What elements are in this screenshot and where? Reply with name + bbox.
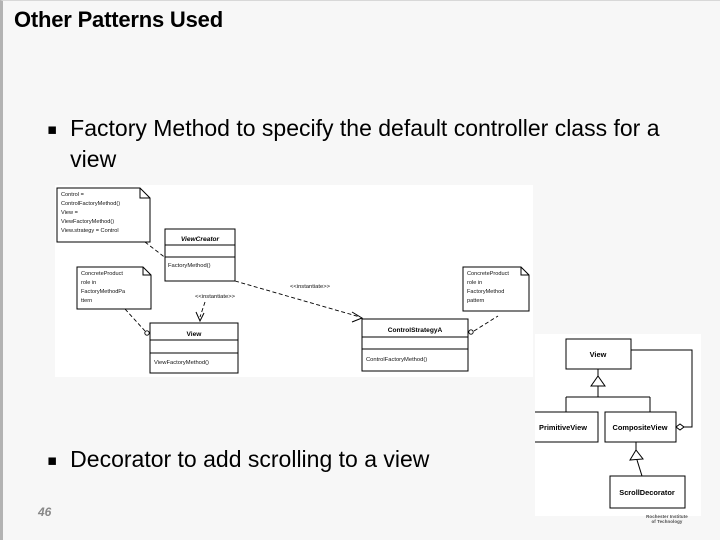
note-control-assignments: Control = ControlFactoryMethod() View = … [56,187,151,243]
bullet-marker-icon: ▪ [47,451,58,469]
note-line-2: FactoryMethodPa [81,289,126,295]
bullet-marker-icon: ▪ [47,120,58,138]
class-name: ScrollDecorator [619,488,675,497]
class-box-view: View [565,338,632,370]
bullet-text: Factory Method to specify the default co… [70,115,660,172]
class-name: PrimitiveView [539,423,587,432]
class-name: View [187,331,203,338]
note-line-3: ViewFactoryMethod() [61,219,114,225]
bullet-text: Decorator to add scrolling to a view [70,446,430,472]
note-line-4: View.strategy = Control [61,228,119,234]
note-concreteproduct-right: ConcreteProduct role in FactoryMethod pa… [462,266,530,312]
note-line-3: pattern [467,298,484,304]
decorator-uml-svg: View PrimitiveView CompositeView [535,338,693,509]
class-box-primitiveview: PrimitiveView [535,411,599,443]
class-box-controlstrategya: ControlStrategyA ControlFactoryMethod() [361,318,469,372]
class-box-viewcreator: ViewCreator FactoryMethod() [164,228,236,282]
class-box-compositeview: CompositeView [604,411,677,443]
class-box-scrolldecorator: ScrollDecorator [609,475,686,509]
note-line-2: FactoryMethod [467,289,504,295]
page-title: Other Patterns Used [14,7,223,32]
class-box-view: View ViewFactoryMethod() [149,322,239,374]
factory-method-diagram: Control = ControlFactoryMethod() View = … [55,185,533,377]
bullet-item-decorator: ▪ Decorator to add scrolling to a view [47,444,687,475]
class-name: ViewCreator [181,236,220,243]
class-name: View [590,350,607,359]
note-line-2: View = [61,210,78,216]
note-line-1: role in [467,280,482,286]
footer-logo-line-2: of Technology [651,519,683,525]
footer-logo: Rochester Institute of Technology [631,514,703,525]
class-operation: ControlFactoryMethod() [366,357,427,363]
decorator-diagram: View PrimitiveView CompositeView [535,334,701,516]
note-line-3: ttern [81,298,92,304]
note-line-0: ConcreteProduct [81,271,123,277]
footer-logo-line-1: Rochester Institute [646,514,688,519]
class-operation: ViewFactoryMethod() [154,360,209,366]
stereotype-label: <<instantiate>> [195,294,236,300]
note-line-0: ConcreteProduct [467,271,509,277]
class-name: ControlStrategyA [388,327,443,334]
class-name: CompositeView [613,423,668,432]
class-operation: FactoryMethod() [168,263,211,269]
note-concreteproduct-left: ConcreteProduct role in FactoryMethodPa … [76,266,152,310]
page-number: 46 [38,505,52,519]
factory-method-uml-svg: Control = ControlFactoryMethod() View = … [56,187,530,374]
note-line-1: role in [81,280,96,286]
note-line-1: ControlFactoryMethod() [61,201,120,207]
bullet-item-factory-method: ▪ Factory Method to specify the default … [47,113,687,175]
note-line-0: Control = [61,192,84,198]
stereotype-label: <<instantiate>> [290,284,331,290]
